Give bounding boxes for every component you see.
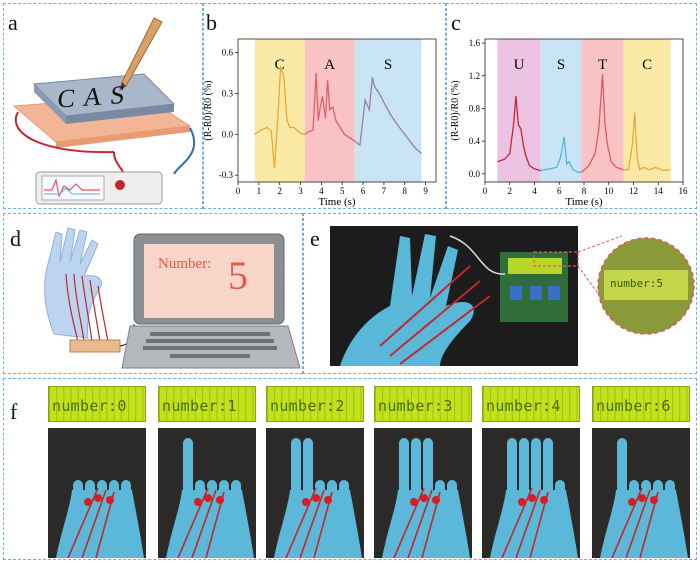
x-tick-label: 10 — [604, 186, 614, 196]
y-axis-label: (R-R0)/R0 (%) — [450, 80, 461, 140]
panel-a: a CAS — [3, 3, 203, 209]
gesture-hand — [382, 438, 470, 558]
gesture-photo — [158, 428, 256, 558]
region-band — [623, 39, 671, 182]
plate-text: CAS — [56, 79, 135, 114]
x-tick-label: 1 — [257, 186, 262, 196]
lcd-display: number:6 — [592, 386, 690, 422]
x-axis-label: Time (s) — [318, 196, 356, 208]
lcd-display: number:1 — [158, 386, 256, 422]
glove-laptop-illustration — [44, 227, 301, 369]
panel-e: e number:5 — [303, 213, 697, 374]
gesture-hand — [600, 438, 688, 558]
gesture-photo — [48, 428, 146, 558]
region-letter: U — [514, 57, 525, 73]
series-line — [540, 136, 582, 173]
region-band — [581, 39, 624, 182]
panel-d: d Number: 5 — [3, 213, 303, 374]
x-tick-label: 14 — [654, 186, 664, 196]
y-tick-label: 0.6 — [222, 48, 234, 58]
lcd-display: number:3 — [374, 386, 472, 422]
series-line — [254, 66, 305, 169]
y-tick-label: 0.4 — [469, 136, 481, 146]
series-line — [581, 74, 624, 173]
x-tick-label: 16 — [679, 186, 689, 196]
x-tick-label: 9 — [423, 186, 428, 196]
panel-label-d: d — [10, 226, 21, 251]
gesture-photo — [266, 428, 364, 558]
plot-frame — [237, 38, 437, 183]
gesture-hand — [166, 438, 254, 558]
lcd-readout: number:4 — [486, 397, 561, 415]
lcd-readout: number:2 — [270, 397, 345, 415]
gesture-photo — [592, 428, 690, 558]
laptop-screen-text: Number: — [158, 256, 212, 272]
y-tick-label: 0.3 — [222, 88, 234, 98]
panel-label-c: c — [451, 10, 461, 35]
lcd-readout: number:0 — [52, 397, 127, 415]
series-line — [354, 76, 422, 154]
region-band — [540, 39, 582, 182]
glove-photo — [330, 226, 578, 366]
region-letter: C — [275, 57, 285, 73]
region-letter: S — [384, 57, 392, 73]
panel-label-a: a — [8, 10, 18, 35]
lcd-display: number:2 — [266, 386, 364, 422]
pressure-plate-illustration — [12, 17, 196, 205]
y-tick-label: 1.6 — [469, 38, 481, 48]
x-tick-label: 2 — [277, 186, 282, 196]
lcd-display: number:0 — [48, 386, 146, 422]
x-tick-label: 3 — [298, 186, 303, 196]
gesture-photo — [482, 428, 580, 558]
y-tick-label: 0.8 — [469, 103, 481, 113]
gesture-hand — [490, 438, 578, 558]
gesture-hand — [274, 438, 362, 558]
x-tick-label: 0 — [483, 186, 488, 196]
y-tick-label: 0.0 — [222, 129, 234, 139]
region-letter: C — [642, 57, 652, 73]
x-tick-label: 4 — [319, 186, 324, 196]
series-line — [497, 96, 541, 172]
series-line — [304, 72, 356, 142]
x-tick-label: 12 — [629, 186, 638, 196]
panel-label-e: e — [310, 226, 320, 251]
x-tick-label: 7 — [382, 186, 387, 196]
series-line — [623, 112, 671, 172]
region-letter: S — [557, 57, 565, 73]
zoom-lines — [533, 235, 695, 335]
x-axis-label: Time (s) — [565, 196, 603, 208]
region-letter: A — [324, 57, 335, 73]
laptop-screen-number: 5 — [228, 253, 248, 298]
lcd-readout: number:6 — [596, 397, 671, 415]
y-tick-label: -0.3 — [219, 170, 234, 180]
panel-label-b: b — [206, 10, 217, 35]
x-tick-label: 6 — [361, 186, 366, 196]
region-band — [497, 39, 541, 182]
x-tick-label: 8 — [402, 186, 407, 196]
lcd-readout: number:3 — [378, 397, 453, 415]
x-tick-label: 8 — [582, 186, 587, 196]
x-tick-label: 6 — [557, 186, 562, 196]
region-band — [254, 39, 305, 182]
lcd-display: number:4 — [482, 386, 580, 422]
x-tick-label: 5 — [340, 186, 345, 196]
gesture-hand — [56, 480, 144, 558]
region-letter: T — [598, 57, 607, 73]
lcd-readout: number:1 — [162, 397, 237, 415]
y-axis-label: (R-R0)/R0 (%) — [204, 80, 214, 140]
zoom-lcd-text: number:5 — [610, 277, 663, 290]
y-tick-label: 0.0 — [469, 169, 481, 179]
x-tick-label: 2 — [508, 186, 513, 196]
y-tick-label: 1.2 — [469, 71, 480, 81]
gesture-photo — [374, 428, 472, 558]
panel-label-f: f — [10, 399, 18, 424]
panel-f: f — [3, 378, 697, 560]
x-tick-label: 0 — [236, 186, 241, 196]
x-tick-label: 4 — [532, 186, 537, 196]
